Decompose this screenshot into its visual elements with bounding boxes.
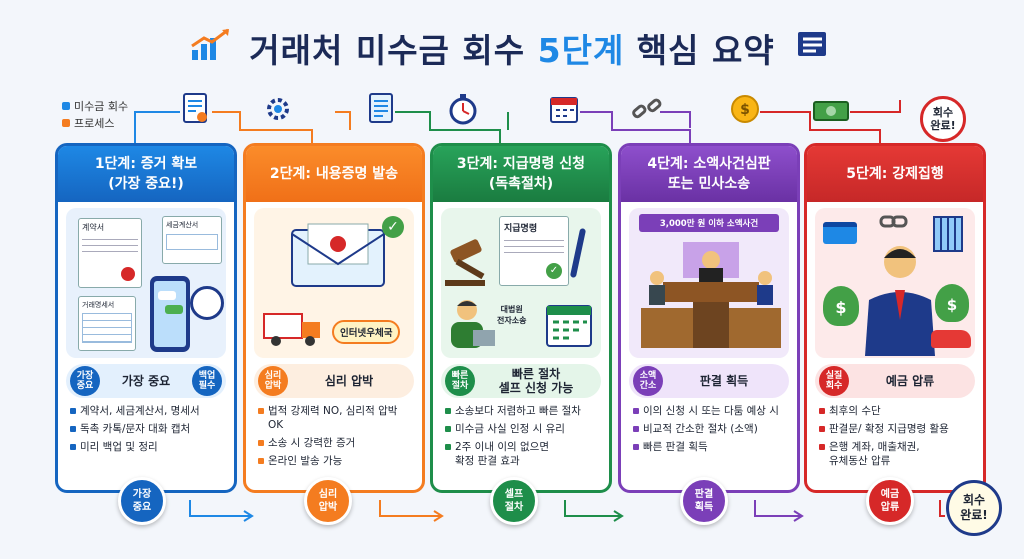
collection-complete-badge-bottom: 회수 완료! [946, 480, 1002, 536]
step-5-badge-label: 예금 압류 [885, 374, 935, 388]
step-5-bullets: 최후의 수단 판결문/ 확정 지급명령 활용 은행 계좌, 매출채권, 유체동산… [819, 404, 973, 468]
gear-icon [262, 92, 294, 126]
e-court-label: 대법원 전자소송 [497, 305, 527, 325]
step-5-footer-badge: 예금 압류 [866, 477, 914, 525]
coin-icon: $ [728, 92, 760, 126]
step-5-card: 5단계: 강제집행 $ $ 실질 회수 예금 압류 최후의 수단 판결문/ 확정… [804, 143, 986, 493]
chain-icon [879, 214, 909, 230]
collection-complete-badge-top: 회수 완료! [920, 96, 966, 142]
step-4-bullets: 이의 신청 시 또는 다툼 예상 시 비교적 간소한 절차 (소액) 빠른 판결… [633, 404, 787, 454]
step-1-bullets: 계약서, 세금계산서, 명세서 독촉 카톡/문자 대화 캡처 미리 백업 및 정… [70, 404, 224, 454]
money-bag-icon-left: $ [823, 286, 859, 326]
car-icon [931, 330, 971, 348]
step-4-badge-label: 판결 획득 [699, 374, 749, 388]
step-1-card: 1단계: 증거 확보(가장 중요!) 계약서 세금계산서 거래명세서 가장 중요… [55, 143, 237, 493]
page-title: 거래처 미수금 회수 5단계 핵심 요약 [249, 31, 775, 70]
pen-icon [569, 227, 587, 279]
growth-chart-icon [190, 28, 234, 62]
broken-chain-icon [630, 92, 662, 126]
step-3-footer-badge: 셀프 절차 [490, 477, 538, 525]
list-item: 계약서, 세금계산서, 명세서 [70, 404, 224, 418]
businessman-icon [855, 240, 945, 356]
statement-document: 거래명세서 [78, 296, 136, 351]
tax-invoice-document: 세금계산서 [162, 216, 222, 264]
step-5-badge-left: 실질 회수 [819, 366, 849, 396]
step-3-card: 3단계: 지급명령 신청(독촉절차) 지급명령 ✓ 대법원 전자소송 빠른 절차… [430, 143, 612, 493]
step-1-header: 1단계: 증거 확보(가장 중요!) [58, 146, 234, 202]
step-3-illustration: 지급명령 ✓ 대법원 전자소송 [441, 208, 601, 358]
person-laptop-icon [447, 296, 497, 352]
list-item: 법적 강제력 NO, 심리적 압박 OK [258, 404, 412, 432]
cash-icon [812, 92, 852, 126]
list-item: 은행 계좌, 매출채권, 유체동산 압류 [819, 440, 973, 468]
list-item: 소송 시 강력한 증거 [258, 436, 412, 450]
stopwatch-icon [446, 92, 478, 126]
step-4-badge-row: 소액 간소 판결 획득 [629, 364, 789, 398]
step-2-bullets: 법적 강제력 NO, 심리적 압박 OK 소송 시 강력한 증거 온라인 발송 … [258, 404, 412, 468]
truck-icon [262, 308, 324, 348]
contract-document: 계약서 [78, 218, 142, 288]
list-item: 미리 백업 및 정리 [70, 440, 224, 454]
step-3-header: 3단계: 지급명령 신청(독촉절차) [433, 146, 609, 202]
step-1-illustration: 계약서 세금계산서 거래명세서 [66, 208, 226, 358]
step-3-badge-row: 빠른 절차 빠른 절차 셀프 신청 가능 [441, 364, 601, 398]
step-5-header: 5단계: 강제집행 [807, 146, 983, 202]
list-item: 소송보다 저렴하고 빠른 절차 [445, 404, 599, 418]
step-2-card: 2단계: 내용증명 발송 ✓ 인터넷우체국 심리 압박 심리 압박 법적 강제력… [243, 143, 425, 493]
document-lines-icon [794, 28, 834, 60]
step-5-badge-row: 실질 회수 예금 압류 [815, 364, 975, 398]
building-icon [933, 216, 963, 252]
step-2-footer-badge: 심리 압박 [304, 477, 352, 525]
envelope-icon [290, 222, 386, 288]
step-2-badge-label: 심리 압박 [324, 374, 374, 388]
timer-icon [190, 286, 224, 320]
step-4-badge-left: 소액 간소 [633, 366, 663, 396]
credit-card-icon [823, 222, 857, 244]
money-bag-icon-right: $ [935, 284, 969, 322]
step-5-illustration: $ $ [815, 208, 975, 358]
step-1-badge-label: 가장 중요 [121, 374, 171, 388]
list-item: 2주 이내 이의 없으면 확정 판결 효과 [445, 440, 599, 468]
step-1-footer-badge: 가장 중요 [118, 477, 166, 525]
svg-text:$: $ [740, 102, 750, 118]
courtroom-icon [633, 238, 789, 354]
list-item: 판결문/ 확정 지급명령 활용 [819, 422, 973, 436]
step-4-illustration: 3,000만 원 이하 소액사건 [629, 208, 789, 358]
list-item: 최후의 수단 [819, 404, 973, 418]
list-item: 온라인 발송 가능 [258, 454, 412, 468]
small-claims-banner: 3,000만 원 이하 소액사건 [639, 214, 779, 232]
list-item: 독촉 카톡/문자 대화 캡처 [70, 422, 224, 436]
certificate-icon [180, 92, 212, 126]
step-2-header: 2단계: 내용증명 발송 [246, 146, 422, 202]
step-1-badge-left: 가장 중요 [70, 366, 100, 396]
gavel-icon [445, 238, 505, 288]
calendar-icon [548, 92, 580, 126]
step-4-footer-badge: 판결 획득 [680, 477, 728, 525]
list-item: 미수금 사실 인정 시 유리 [445, 422, 599, 436]
step-3-badge-left: 빠른 절차 [445, 366, 475, 396]
step-2-badge-left: 심리 압박 [258, 366, 288, 396]
step-3-bullets: 소송보다 저렴하고 빠른 절차 미수금 사실 인정 시 유리 2주 이내 이의 … [445, 404, 599, 468]
step-1-badge-row: 가장 중요 가장 중요 백업 필수 [66, 364, 226, 398]
internet-post-office-label: 인터넷우체국 [332, 320, 401, 344]
payment-order-document: 지급명령 ✓ [499, 216, 569, 286]
step-1-badge-right: 백업 필수 [192, 366, 222, 396]
list-item: 이의 신청 시 또는 다툼 예상 시 [633, 404, 787, 418]
calendar-grid-icon [545, 302, 595, 350]
check-icon: ✓ [382, 216, 404, 238]
list-item: 비교적 간소한 절차 (소액) [633, 422, 787, 436]
step-3-badge-label: 빠른 절차 셀프 신청 가능 [498, 367, 574, 395]
legend: 미수금 회수 프로세스 [62, 98, 128, 132]
list-item: 빠른 판결 획득 [633, 440, 787, 454]
step-2-badge-row: 심리 압박 심리 압박 [254, 364, 414, 398]
smartphone-icon [150, 276, 190, 352]
step-2-illustration: ✓ 인터넷우체국 [254, 208, 414, 358]
document-icon [365, 92, 397, 126]
